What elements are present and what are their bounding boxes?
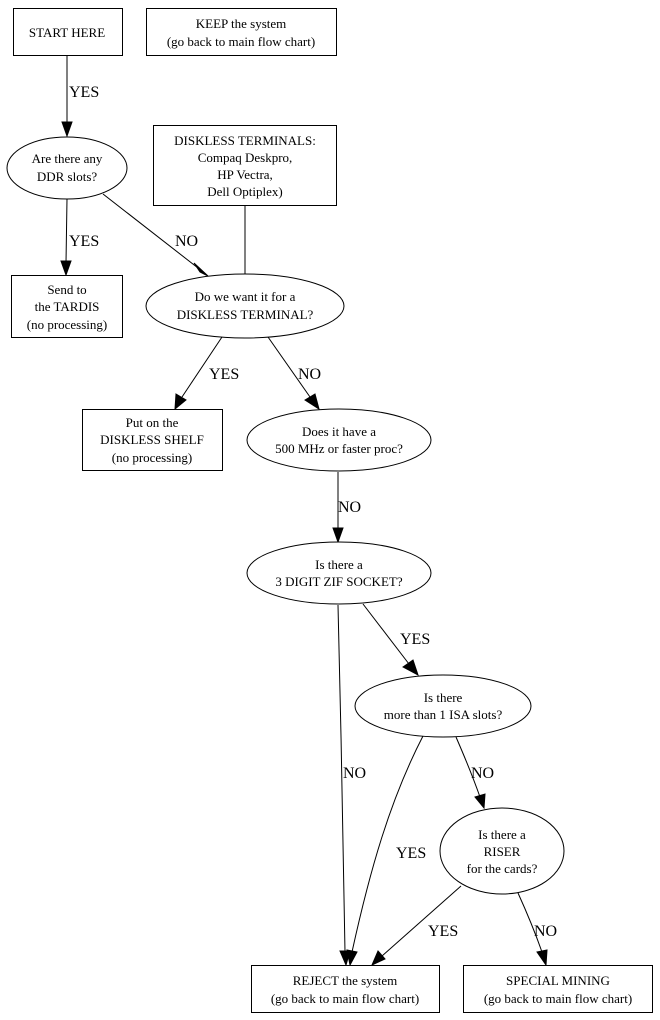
node-label: START HERE [29,25,105,40]
edge-zif-reject: NO [337,604,366,967]
node-label: REJECT the system [293,973,397,988]
arrowhead-icon [61,121,73,138]
node-ddr-slots-question: Are there any DDR slots? [6,136,128,200]
node-label: Does it have a [302,424,376,439]
node-label: Compaq Deskpro, [198,150,293,165]
edge-ddr-diskless: NO [102,193,209,277]
node-label: the TARDIS [35,299,100,314]
arrowhead-icon [371,950,386,966]
node-label: 500 MHz or faster proc? [275,441,403,456]
arrowhead-icon [174,393,187,411]
arrowhead-icon [60,260,72,277]
node-label: (go back to main flow chart) [271,991,419,1006]
node-riser-question: Is there a RISER for the cards? [439,807,565,895]
node-zif-socket-question: Is there a 3 DIGIT ZIF SOCKET? [246,541,432,605]
edge-ddr-tardis: YES [60,198,99,277]
arrowhead-icon [332,527,344,544]
edge-isa-reject: YES [346,735,426,967]
node-label: for the cards? [467,861,538,876]
node-diskless-terminal-question: Do we want it for a DISKLESS TERMINAL? [145,273,345,339]
node-mhz-question: Does it have a 500 MHz or faster proc? [246,408,432,472]
node-keep-system: KEEP the system (go back to main flow ch… [146,8,337,56]
node-label: (no processing) [112,450,193,465]
edge-label: NO [534,923,557,940]
node-label: more than 1 ISA slots? [384,707,503,722]
edge-label: NO [343,765,366,782]
edge-label: YES [400,631,430,648]
edge-diskless-mhz: NO [267,336,321,411]
edge-label: NO [298,366,321,383]
node-label: Is there [424,690,463,705]
arrowhead-icon [304,393,320,411]
node-reject-system: REJECT the system (go back to main flow … [251,965,440,1013]
node-label: Do we want it for a [195,289,296,304]
node-label: RISER [484,844,521,859]
edges: YES YES NO YES NO [60,55,557,967]
node-label: DDR slots? [37,169,98,184]
node-label: DISKLESS TERMINAL? [177,307,314,322]
node-diskless-terminals-list: DISKLESS TERMINALS: Compaq Deskpro, HP V… [153,125,337,206]
edge-label: YES [428,923,458,940]
node-label: Is there a [315,557,363,572]
edge-isa-riser: NO [455,736,494,810]
arrowhead-icon [474,793,486,810]
node-special-mining: SPECIAL MINING (go back to main flow cha… [463,965,653,1013]
node-label: SPECIAL MINING [506,973,610,988]
node-isa-slots-question: Is there more than 1 ISA slots? [354,674,532,738]
arrowhead-icon [346,949,358,967]
node-label: Is there a [478,827,526,842]
edge-label: YES [69,84,99,101]
node-label: Dell Optiplex) [207,184,282,199]
node-label: Send to [47,282,86,297]
node-label: (go back to main flow chart) [484,991,632,1006]
edge-label: YES [209,366,239,383]
edge-riser-reject: YES [371,885,462,966]
edge-label: NO [175,233,198,250]
node-send-to-tardis: Send to the TARDIS (no processing) [11,275,123,338]
edge-zif-isa: YES [362,603,430,677]
node-diskless-shelf: Put on the DISKLESS SHELF (no processing… [82,409,223,471]
node-label: DISKLESS SHELF [100,432,204,447]
edge-label: NO [471,765,494,782]
arrowhead-icon [536,949,548,967]
edge-start-ddr: YES [61,55,99,138]
edge-diskless-shelf: YES [174,336,239,411]
node-label: Put on the [126,415,179,430]
arrowhead-icon [402,659,419,677]
node-label: (go back to main flow chart) [167,34,315,49]
node-label: Are there any [32,151,103,166]
node-label: KEEP the system [196,16,287,31]
edge-label: YES [69,233,99,250]
edge-riser-special: NO [517,892,557,967]
node-label: HP Vectra, [217,167,273,182]
arrowhead-icon [193,262,209,277]
node-label: (no processing) [27,317,108,332]
node-label: DISKLESS TERMINALS: [174,133,316,148]
edge-mhz-zif: NO [332,472,361,544]
node-label: 3 DIGIT ZIF SOCKET? [275,574,402,589]
edge-label: YES [396,845,426,862]
nodes: START HERE KEEP the system (go back to m… [6,8,653,1013]
node-start-here: START HERE [13,8,123,56]
edge-label: NO [338,499,361,516]
